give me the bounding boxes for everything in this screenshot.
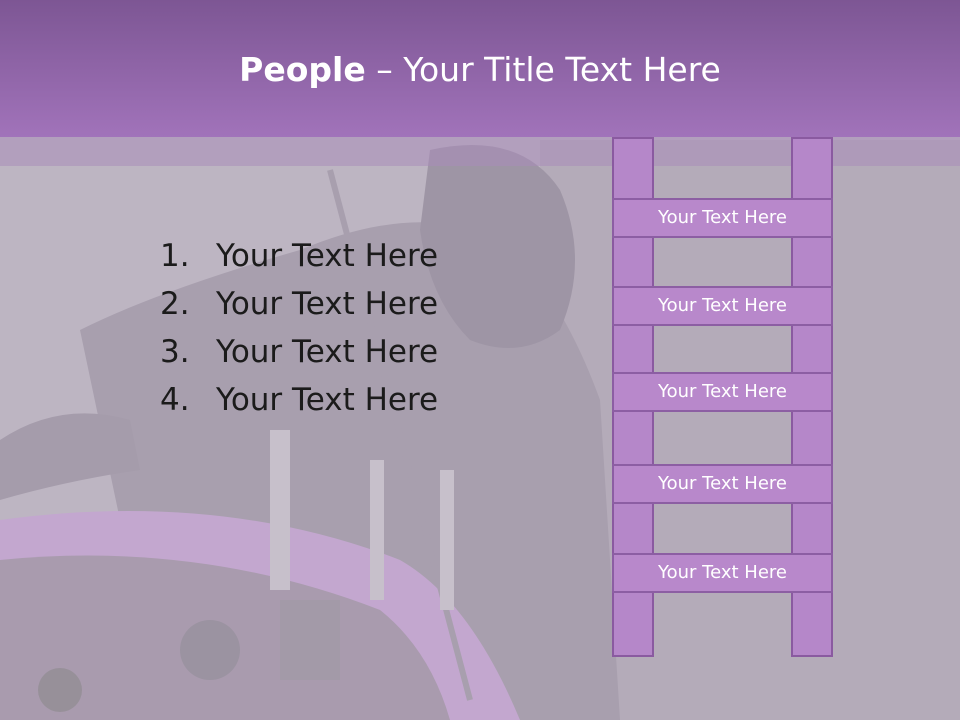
list-item-text: Your Text Here [216, 286, 439, 322]
list-item-number: 1. [160, 238, 190, 274]
title-rest: – Your Title Text Here [365, 50, 721, 89]
list-item-number: 4. [160, 382, 190, 418]
title-band [0, 0, 960, 137]
list-item-number: 2. [160, 286, 190, 322]
list-item: 4. Your Text Here [160, 376, 438, 424]
list-item-text: Your Text Here [216, 382, 439, 418]
slide-title: People – Your Title Text Here [0, 50, 960, 89]
numbered-list: 1. Your Text Here 2. Your Text Here 3. Your… [160, 232, 438, 424]
title-bold: People [239, 50, 366, 89]
list-item: 1. Your Text Here [160, 232, 438, 280]
list-item: 2. Your Text Here [160, 280, 438, 328]
list-item-text: Your Text Here [216, 238, 439, 274]
list-item-number: 3. [160, 334, 190, 370]
title-sub-band [0, 137, 960, 166]
list-item-text: Your Text Here [216, 334, 439, 370]
list-item: 3. Your Text Here [160, 328, 438, 376]
